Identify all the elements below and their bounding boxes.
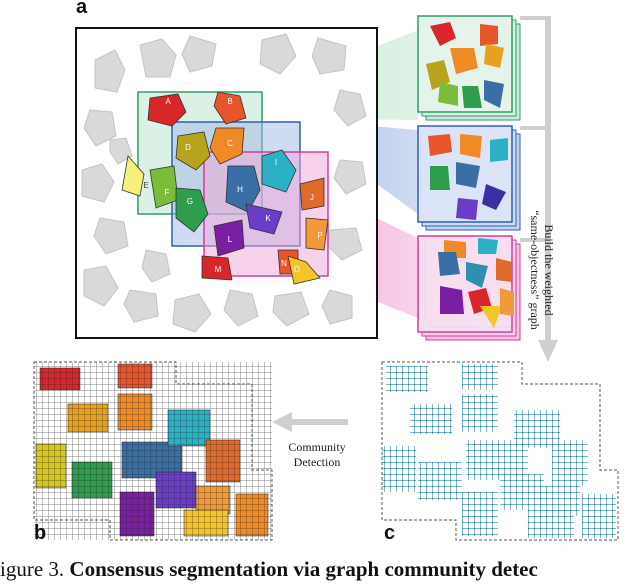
build-graph-line2: “same-objectness” graph — [528, 210, 542, 330]
background-cells — [81, 33, 367, 333]
object-label-h: H — [237, 185, 243, 194]
object-label-n: N — [281, 259, 287, 268]
caption-prefix: igure 3. — [0, 557, 65, 581]
panel-c-graph — [382, 364, 616, 538]
object-label-a: A — [165, 97, 171, 106]
object-label-o: O — [294, 265, 300, 274]
panel-b-grid-overlay — [34, 362, 272, 540]
figure-caption: igure 3. Consensus segmentation via grap… — [0, 557, 628, 582]
panel-label-c: c — [384, 522, 396, 544]
object-label-e: E — [143, 181, 148, 190]
object-label-f: F — [165, 188, 170, 197]
object-label-d: D — [185, 143, 191, 152]
panel-c-outline — [381, 361, 619, 541]
object-labels: A B C D E F G H I J K L M N O P — [143, 97, 322, 274]
caption-bold: Consensus segmentation via graph communi… — [69, 557, 538, 581]
community-detection-label: Community Detection — [274, 440, 360, 470]
down-arrow-head — [538, 340, 558, 362]
panel-label-b: b — [34, 522, 47, 544]
object-label-l: L — [228, 235, 233, 244]
object-label-k: K — [265, 214, 271, 223]
object-label-i: I — [275, 158, 277, 167]
object-label-p: P — [317, 231, 322, 240]
object-label-j: J — [310, 193, 314, 202]
panel-label-a: a — [76, 0, 88, 18]
stack-green — [417, 15, 521, 121]
build-graph-label: Build the weighted “same-objectness” gra… — [528, 170, 556, 370]
build-graph-line1: Build the weighted — [542, 224, 556, 316]
object-label-c: C — [227, 139, 233, 148]
object-label-m: M — [215, 265, 222, 274]
community-line1: Community — [288, 440, 346, 454]
community-line2: Detection — [293, 455, 341, 469]
stack-blue — [417, 125, 521, 231]
object-label-b: B — [227, 97, 232, 106]
colored-objects — [121, 91, 329, 285]
stack-pink — [417, 235, 521, 341]
left-arrow-head — [272, 412, 292, 432]
object-label-g: G — [187, 197, 193, 206]
